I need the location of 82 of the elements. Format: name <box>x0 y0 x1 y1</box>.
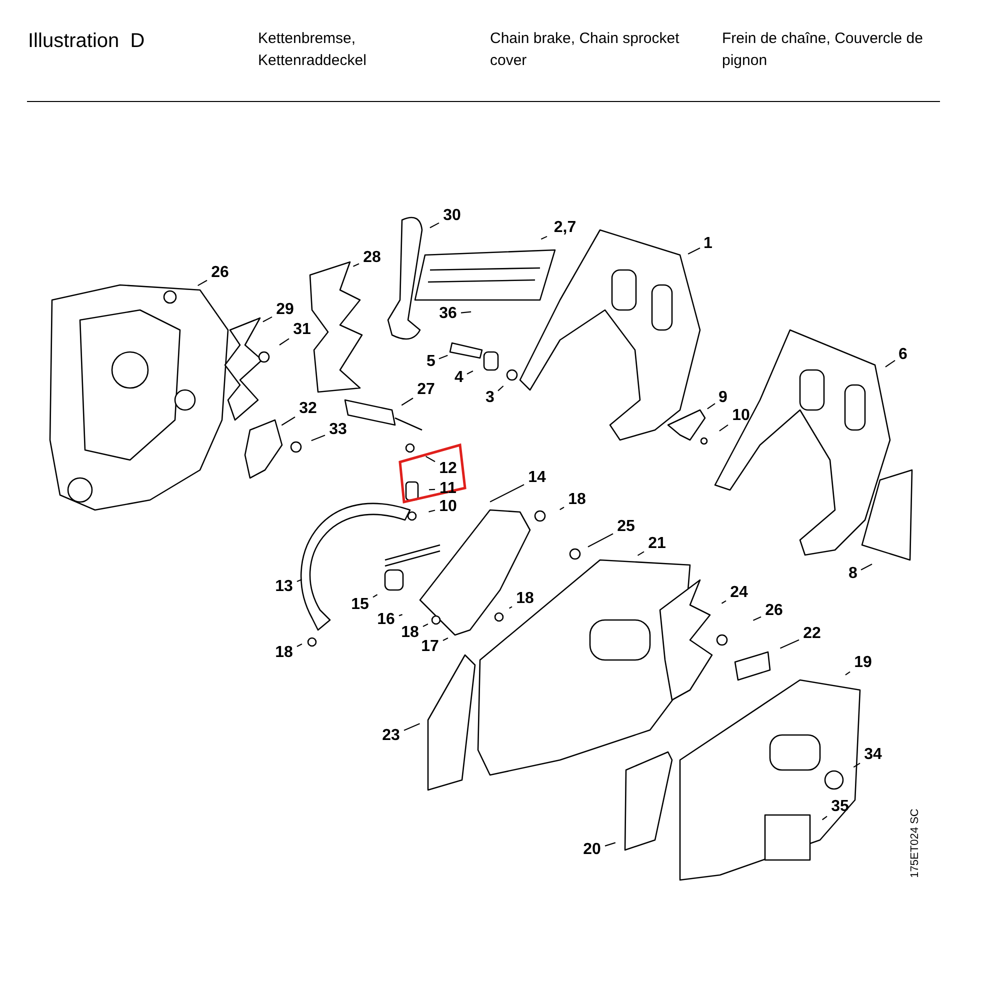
callout-number: 14 <box>524 467 550 489</box>
leader-line <box>442 638 448 641</box>
leader-line <box>707 403 716 410</box>
callout-number: 3 <box>482 387 498 409</box>
callout-number: 26 <box>761 600 787 622</box>
title: Illustration D <box>28 29 145 54</box>
callout-number: 32 <box>295 398 321 420</box>
callout-number: 31 <box>289 319 315 341</box>
leader-line <box>498 386 504 392</box>
callout-number: 9 <box>715 387 731 409</box>
callout-number: 29 <box>272 299 298 321</box>
leader-line <box>404 723 420 731</box>
callout-number: 34 <box>860 744 886 766</box>
header-text: Chain brake, Chain sprocket cover <box>490 29 680 71</box>
leader-line <box>822 816 828 820</box>
callout-number: 18 <box>512 588 538 610</box>
callout-number: 21 <box>644 533 670 555</box>
callout-number: 1 <box>700 233 716 255</box>
callout-number: 18 <box>271 642 297 664</box>
leader-line <box>721 600 726 604</box>
callout-number: 22 <box>799 623 825 645</box>
leader-line <box>509 606 512 609</box>
callout-number: 2,7 <box>547 217 583 239</box>
leader-line <box>780 639 800 649</box>
callout-number: 27 <box>413 379 439 401</box>
callout-number: 18 <box>564 489 590 511</box>
leader-line <box>296 579 302 582</box>
leader-line <box>428 510 436 512</box>
leader-line <box>719 424 728 432</box>
callout-number: 33 <box>325 419 351 441</box>
callout-number: 13 <box>271 576 297 598</box>
leader-line <box>296 644 302 647</box>
leader-line <box>540 236 548 240</box>
callout-number: 10 <box>435 496 461 518</box>
callout-number: 26 <box>207 262 233 284</box>
leader-line <box>401 398 414 406</box>
leader-line <box>466 370 474 374</box>
leader-line <box>353 263 360 267</box>
callout-number: 19 <box>850 652 876 674</box>
leader-line <box>752 616 762 621</box>
leader-line <box>637 551 644 556</box>
leader-line <box>560 506 564 510</box>
leader-line <box>262 316 272 322</box>
leader-line <box>426 456 436 462</box>
leader-line <box>430 222 440 228</box>
leader-line <box>438 354 448 360</box>
leader-line <box>688 248 700 254</box>
leader-line <box>853 762 860 768</box>
leader-line <box>372 594 378 598</box>
callout-number: 8 <box>845 563 861 585</box>
callout-number: 20 <box>579 839 605 861</box>
callout-number: 23 <box>378 725 404 747</box>
callout-number: 24 <box>726 582 752 604</box>
leader-line <box>279 338 290 346</box>
leader-line <box>398 614 402 616</box>
callout-number: 35 <box>827 796 853 818</box>
callout-number: 15 <box>347 594 373 616</box>
leader-line <box>311 434 326 442</box>
leader-line <box>422 624 428 627</box>
leader-line <box>885 360 896 368</box>
callout-number: 10 <box>728 405 754 427</box>
callout-number: 16 <box>373 609 399 631</box>
callout-number: 4 <box>451 367 467 389</box>
callout-number: 30 <box>439 205 465 227</box>
callout-number: 6 <box>895 344 911 366</box>
callout-number: 25 <box>613 516 639 538</box>
leader-line <box>860 564 872 570</box>
leader-line <box>490 484 524 502</box>
drawing-number: 175ET024 SC <box>908 808 922 880</box>
header-text: Kettenbremse, Kettenraddeckel <box>258 29 368 71</box>
leader-line <box>428 488 436 490</box>
leader-line <box>198 280 208 286</box>
callout-number: 12 <box>435 458 461 480</box>
callout-number: 5 <box>423 351 439 373</box>
leader-line <box>604 842 616 846</box>
header-text: Frein de chaîne, Couvercle de pignon <box>722 29 924 71</box>
callout-number: 36 <box>435 303 461 325</box>
leader-line <box>281 416 296 426</box>
leader-line <box>460 311 472 314</box>
leader-line <box>588 533 614 548</box>
callout-number: 28 <box>359 247 385 269</box>
leader-line <box>845 671 850 676</box>
